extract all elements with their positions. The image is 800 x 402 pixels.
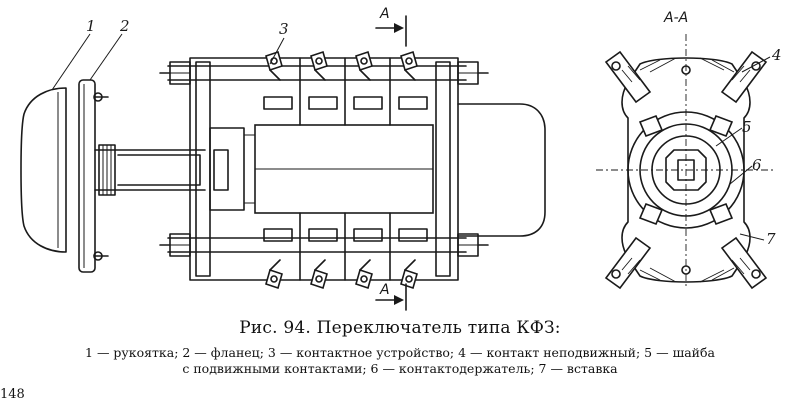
fixed-contact-bottom-right bbox=[720, 236, 768, 290]
svg-text:А-А: А-А bbox=[663, 10, 688, 26]
callout-3: 3 bbox=[269, 20, 289, 65]
svg-text:А: А bbox=[379, 6, 390, 22]
handle bbox=[20, 87, 67, 253]
fixed-contact-top-right bbox=[720, 50, 768, 104]
svg-text:7: 7 bbox=[766, 230, 776, 248]
callout-1: 1 bbox=[51, 17, 96, 91]
page-number: 148 bbox=[0, 387, 25, 402]
svg-text:5: 5 bbox=[742, 118, 752, 136]
switch-drawing: 3 А А 1 2 А-А bbox=[20, 6, 782, 311]
fixed-contact-bottom-left bbox=[604, 236, 652, 290]
svg-text:А: А bbox=[379, 282, 390, 298]
contacts-bottom-row bbox=[263, 228, 428, 290]
legend-line-2: с подвижными контактами; 6 — контактодер… bbox=[182, 361, 618, 376]
legend-line-1: 1 — рукоятка; 2 — фланец; 3 — контактное… bbox=[85, 345, 715, 360]
shaft bbox=[94, 144, 206, 196]
figure-legend: 1 — рукоятка; 2 — фланец; 3 — контактное… bbox=[0, 345, 800, 377]
callout-7: 7 bbox=[739, 230, 776, 248]
flange bbox=[78, 79, 109, 273]
contacts-top-row bbox=[263, 50, 428, 110]
svg-text:2: 2 bbox=[119, 17, 130, 35]
flange-screw-bottom bbox=[93, 251, 109, 261]
callout-5: 5 bbox=[715, 118, 752, 147]
tie-rod-bottom bbox=[159, 233, 467, 257]
section-mark-bottom: А bbox=[375, 282, 407, 311]
figure-caption: Рис. 94. Переключатель типа КФЗ: bbox=[239, 318, 561, 338]
section-view: А-А bbox=[596, 10, 782, 290]
svg-text:3: 3 bbox=[279, 20, 289, 38]
svg-text:4: 4 bbox=[771, 46, 782, 64]
section-mark-top: А bbox=[375, 6, 407, 47]
fixed-contact-top-left bbox=[604, 50, 652, 104]
moving-contact-washer bbox=[627, 111, 745, 229]
svg-text:1: 1 bbox=[86, 17, 96, 35]
flange-screw-top bbox=[93, 92, 109, 102]
callout-6: 6 bbox=[729, 156, 762, 185]
switch-body bbox=[189, 57, 459, 281]
callout-2: 2 bbox=[89, 17, 130, 81]
svg-text:6: 6 bbox=[752, 156, 762, 174]
right-end-cover bbox=[457, 61, 546, 257]
callout-4: 4 bbox=[741, 46, 782, 73]
